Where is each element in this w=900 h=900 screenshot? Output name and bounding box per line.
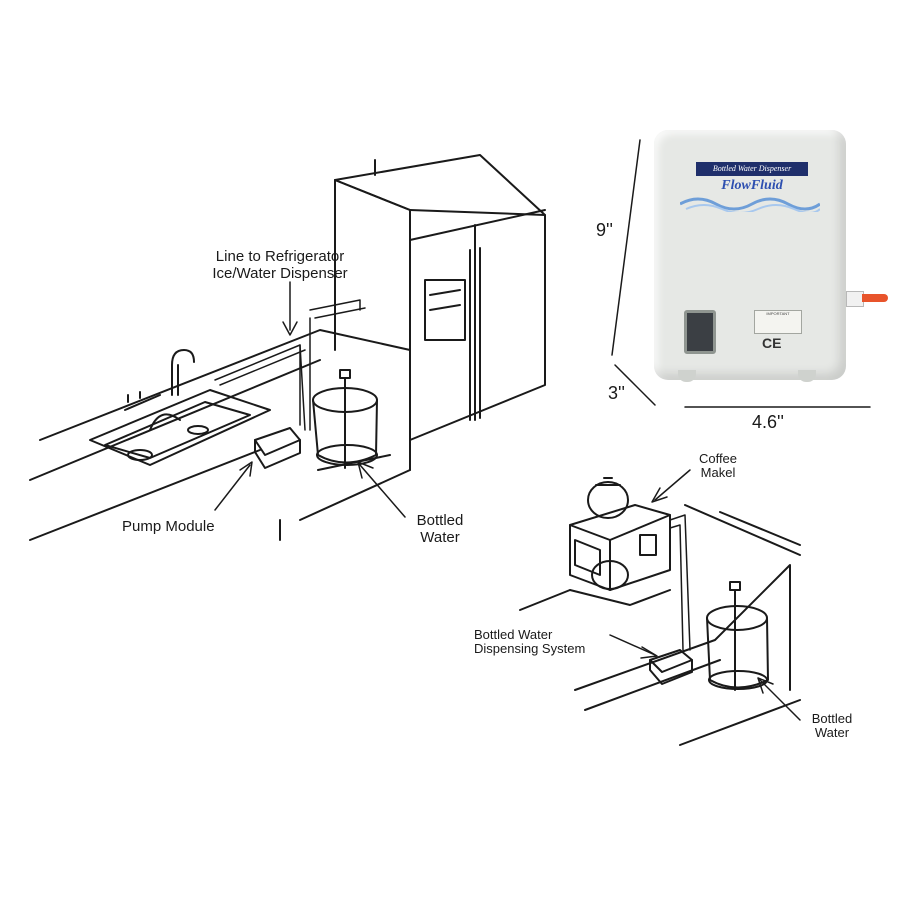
dispensing-system-label-2: Dispensing System — [474, 641, 586, 656]
refrigerator-drawing — [334, 154, 546, 441]
refrigerator-line-label: Line to Refrigerator Ice/Water Dispenser — [190, 248, 370, 282]
right-tubing — [669, 514, 691, 651]
pump-unit-header: Bottled Water Dispenser — [696, 162, 808, 176]
left-counter — [29, 329, 411, 541]
bottled-water-right-1: Bottled — [811, 711, 853, 726]
bottled-water-left-1: Bottled — [416, 512, 464, 529]
bottled-water-left-2: Water — [420, 529, 460, 546]
width-dimension: 4.6'' — [752, 412, 784, 432]
bottled-water-right-2: Water — [814, 725, 850, 740]
mount-foot-right — [798, 370, 816, 382]
refrigerator-line-label-1: Line to Refrigerator — [215, 248, 345, 265]
outlet-nozzle-icon — [862, 294, 888, 302]
right-pump-module-drawing — [649, 649, 693, 685]
warning-sticker: IMPORTANT — [754, 310, 802, 334]
water-line-tubing — [214, 299, 366, 431]
coffee-maker-drawing — [569, 477, 671, 606]
power-switch-icon — [684, 310, 716, 354]
pump-module-label: Pump Module — [122, 518, 215, 535]
bottled-water-label-left: Bottled Water — [405, 512, 475, 546]
dispensing-system-label-1: Bottled Water — [474, 627, 553, 642]
wave-logo-icon — [680, 197, 820, 212]
ce-mark: CE — [762, 335, 782, 351]
right-bottle-drawing — [706, 581, 769, 691]
dimension-lines — [611, 139, 871, 408]
faucet-drawing — [124, 349, 195, 411]
dispensing-system-label: Bottled Water Dispensing System — [474, 628, 585, 656]
height-dimension: 9'' — [596, 220, 613, 240]
callout-arrows — [214, 281, 406, 518]
sink-drawing — [89, 389, 271, 466]
right-counter — [519, 504, 801, 746]
pump-unit-photo: Bottled Water Dispenser FlowFluid IMPORT… — [654, 130, 846, 382]
right-callout-arrows — [609, 469, 801, 721]
depth-dimension: 3'' — [608, 383, 625, 403]
coffee-maker-label: Coffee Makel — [688, 452, 748, 480]
pump-unit-brand: FlowFluid — [721, 178, 783, 193]
refrigerator-line-label-2: Ice/Water Dispenser — [212, 265, 348, 282]
coffee-maker-label-1: Coffee — [698, 451, 738, 466]
left-pump-module-drawing — [254, 427, 301, 469]
mount-foot-left — [678, 370, 696, 382]
left-bottle-drawing — [312, 369, 391, 471]
bottled-water-label-right: Bottled Water — [800, 712, 864, 740]
coffee-maker-label-2: Makel — [700, 465, 736, 480]
